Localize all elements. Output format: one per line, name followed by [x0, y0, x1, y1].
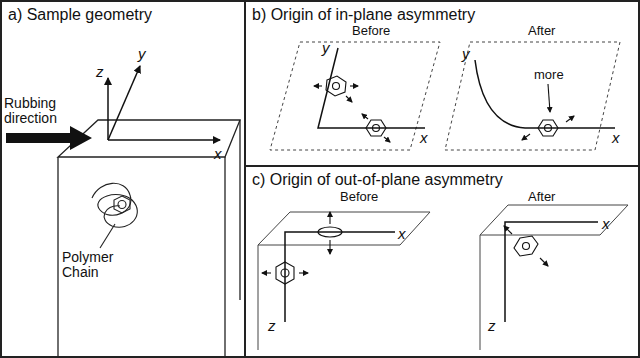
text-label: Rubbing direction: [4, 96, 74, 127]
text-label: more: [534, 68, 564, 82]
panel-box: a) Sample geometry: [0, 0, 246, 358]
text-label: After: [528, 190, 555, 204]
axis-label: x: [602, 216, 610, 233]
axis-label: z: [268, 318, 276, 335]
text-label: After: [528, 24, 555, 38]
panel-title: b) Origin of in-plane asymmetry: [252, 6, 475, 24]
axis-label: z: [488, 318, 496, 335]
axis-label: y: [462, 46, 470, 63]
panel-title: c) Origin of out-of-plane asymmetry: [252, 171, 503, 189]
axis-label: x: [612, 130, 620, 147]
axis-label: x: [398, 226, 406, 243]
axis-label: x: [420, 130, 428, 147]
axis-label: y: [322, 40, 330, 57]
axis-label: z: [96, 64, 104, 81]
axis-label: y: [138, 46, 146, 63]
panel-box: c) Origin of out-of-plane asymmetry: [244, 165, 640, 358]
axis-label: x: [214, 146, 222, 163]
text-label: Before: [352, 24, 390, 38]
text-label: Polymer Chain: [62, 250, 132, 281]
panel-box: b) Origin of in-plane asymmetry: [244, 0, 640, 167]
panel-title: a) Sample geometry: [8, 6, 152, 24]
text-label: Before: [340, 190, 378, 204]
